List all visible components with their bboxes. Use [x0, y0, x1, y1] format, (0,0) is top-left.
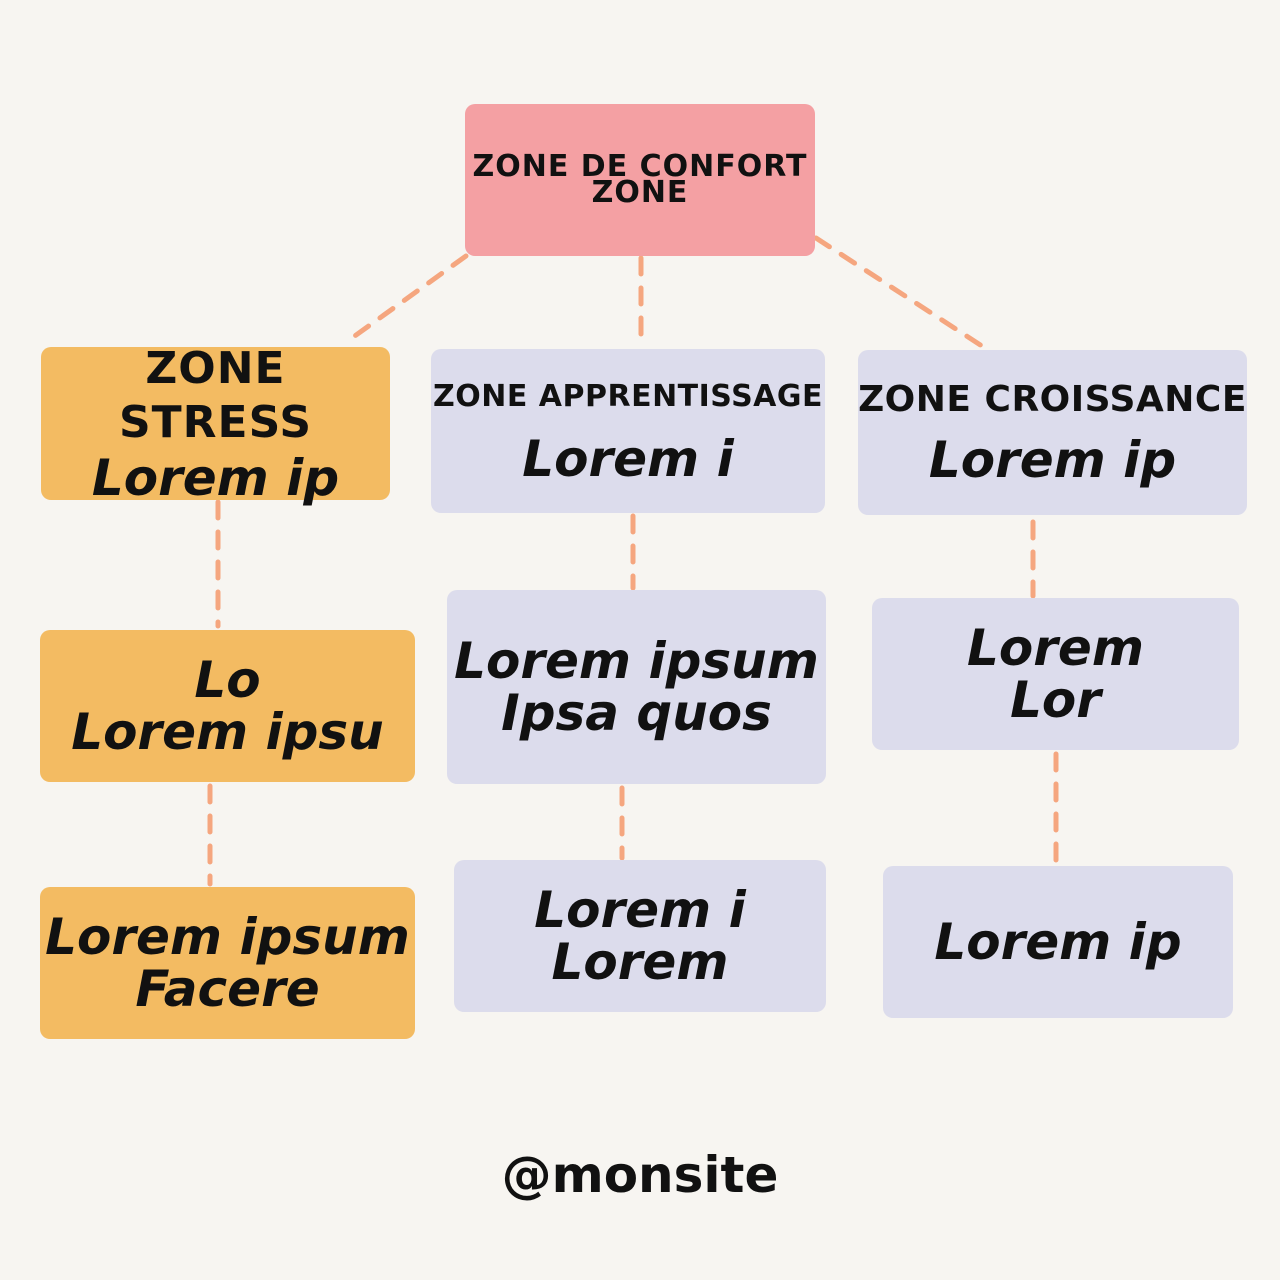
croissance-item-1-line-2: Lor: [1010, 671, 1101, 729]
root-line-1: ZONE DE CONFORT: [472, 149, 808, 184]
stress-item-2-line-1: Lorem ipsum: [45, 908, 410, 966]
connector-root-croissance: [813, 235, 988, 351]
apprentissage-item-2-line-2: Lorem: [551, 933, 729, 991]
apprentissage-item-1-line-2: Ipsa quos: [501, 684, 772, 742]
stress-item-1-line-2: Lorem ipsu: [71, 703, 384, 761]
stress-subheading: Lorem ip: [91, 448, 340, 507]
root-line-2: ZONE: [591, 175, 689, 210]
stress-heading-node: ZONE STRESS Lorem ip: [41, 343, 390, 506]
croissance-item-1: Lorem Lor: [872, 598, 1239, 750]
croissance-item-1-line-1: Lorem: [967, 619, 1144, 677]
stress-item-2-line-2: Facere: [135, 960, 320, 1018]
stress-heading: ZONE STRESS: [118, 342, 313, 448]
croissance-item-2: Lorem ip: [883, 866, 1233, 1018]
root-node: ZONE DE CONFORT ZONE: [465, 104, 815, 256]
apprentissage-item-1: Lorem ipsum Ipsa quos: [447, 590, 826, 784]
croissance-item-2-line-1: Lorem ip: [934, 913, 1182, 971]
apprentissage-subheading: Lorem i: [522, 430, 734, 488]
apprentissage-heading: ZONE APPRENTISSAGE: [432, 379, 824, 414]
stress-item-1: Lo Lorem ipsu: [40, 630, 415, 782]
footer-handle: @monsite: [501, 1146, 779, 1204]
stress-item-1-line-1: Lo: [194, 651, 261, 709]
croissance-subheading: Lorem ip: [928, 430, 1177, 489]
croissance-heading-node: ZONE CROISSANCE Lorem ip: [858, 350, 1247, 515]
connector-root-stress: [342, 253, 469, 346]
apprentissage-item-1-line-1: Lorem ipsum: [454, 632, 819, 690]
stress-item-2: Lorem ipsum Facere: [40, 887, 415, 1039]
croissance-heading: ZONE CROISSANCE: [858, 378, 1247, 420]
apprentissage-item-2-line-1: Lorem i: [534, 881, 746, 939]
apprentissage-item-2: Lorem i Lorem: [454, 860, 826, 1012]
apprentissage-heading-node: ZONE APPRENTISSAGE Lorem i: [431, 349, 825, 513]
